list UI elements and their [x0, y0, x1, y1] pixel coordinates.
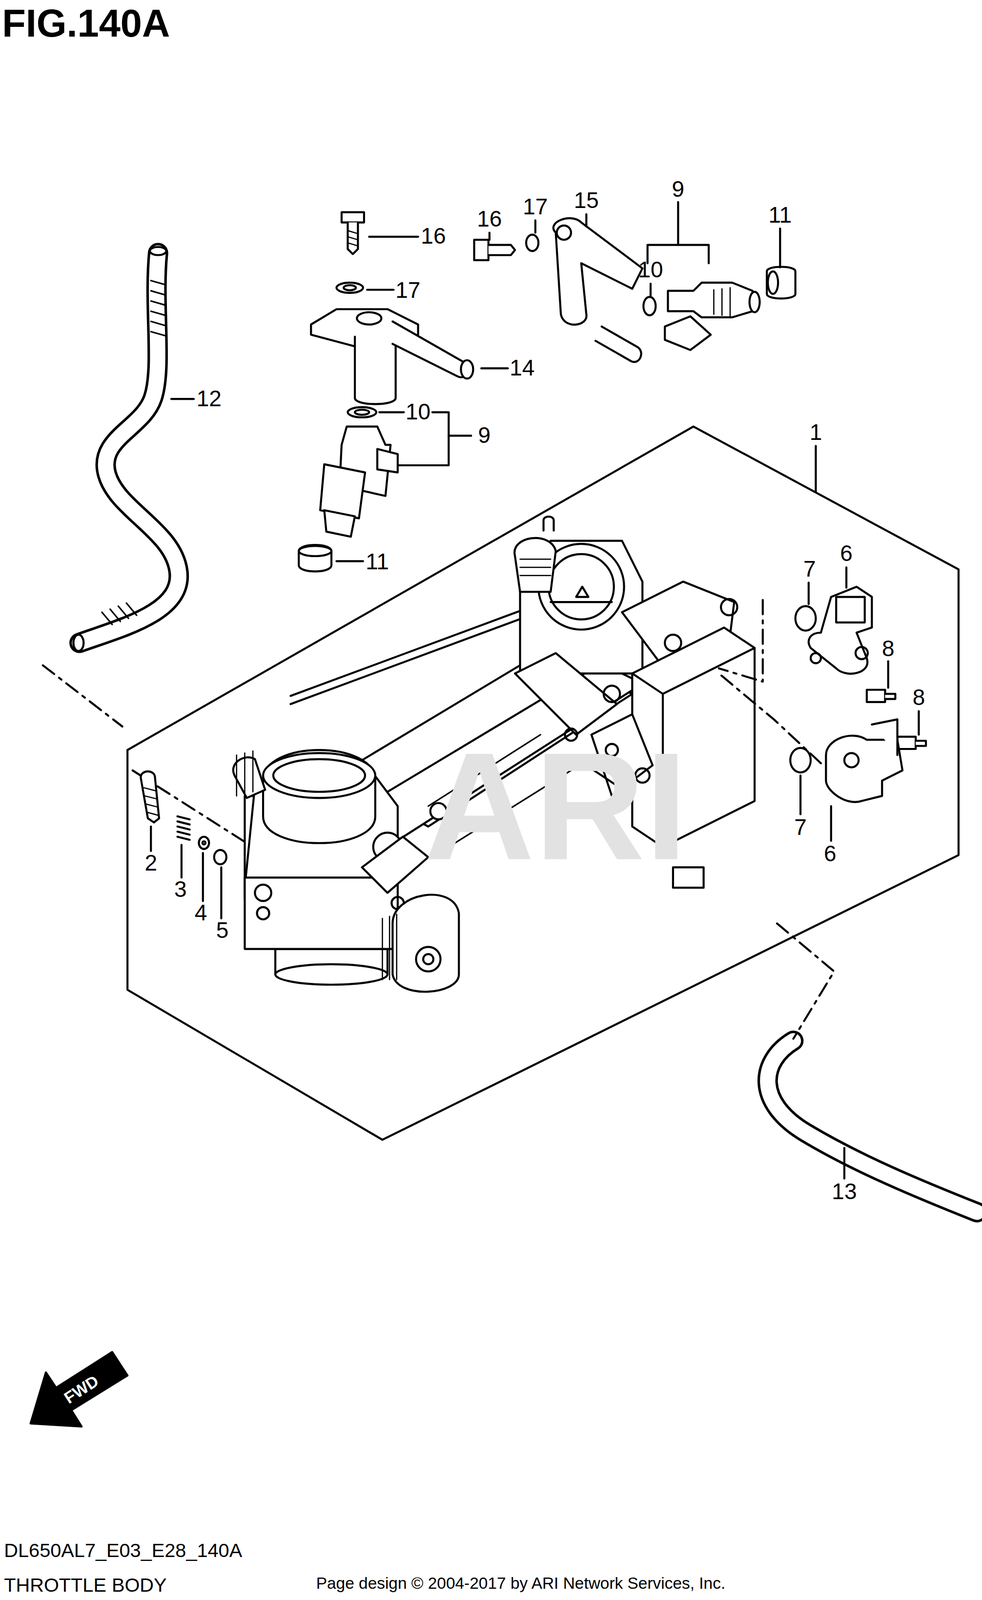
callout-number: 17	[395, 279, 421, 303]
callout-number: 4	[194, 901, 208, 924]
callout-number: 7	[794, 816, 807, 839]
callout-number: 12	[196, 387, 222, 410]
callout-number: 10	[405, 400, 431, 424]
callout-number: 10	[637, 259, 663, 282]
figure-caption: THROTTLE BODY	[3, 1575, 167, 1595]
callout-number: 13	[831, 1180, 857, 1203]
callout-number: 6	[839, 542, 853, 566]
callout-number: 8	[912, 686, 926, 710]
callout-number: 16	[420, 225, 446, 248]
callout-number: 11	[768, 204, 792, 227]
callout-number: 2	[144, 851, 158, 875]
watermark: ARI	[424, 729, 688, 882]
callout-number: 6	[823, 842, 837, 865]
callout-number: 3	[174, 878, 187, 901]
drawing-code: DL650AL7_E03_E28_140A	[3, 1540, 243, 1560]
callout-number: 15	[573, 189, 599, 213]
callout-number: 1	[809, 421, 823, 444]
callout-number: 5	[216, 919, 229, 942]
callout-number: 17	[522, 195, 548, 219]
callout-number: 16	[476, 207, 502, 231]
callout-number: 11	[365, 551, 389, 574]
figure-title: FIG.140A	[1, 3, 170, 43]
callout-number: 9	[478, 424, 491, 447]
copyright-note: Page design © 2004-2017 by ARI Network S…	[316, 1575, 726, 1592]
callout-number: 7	[803, 557, 817, 581]
callout-number: 8	[881, 637, 895, 660]
callout-number: 9	[672, 178, 685, 202]
callout-number: 14	[509, 356, 535, 380]
